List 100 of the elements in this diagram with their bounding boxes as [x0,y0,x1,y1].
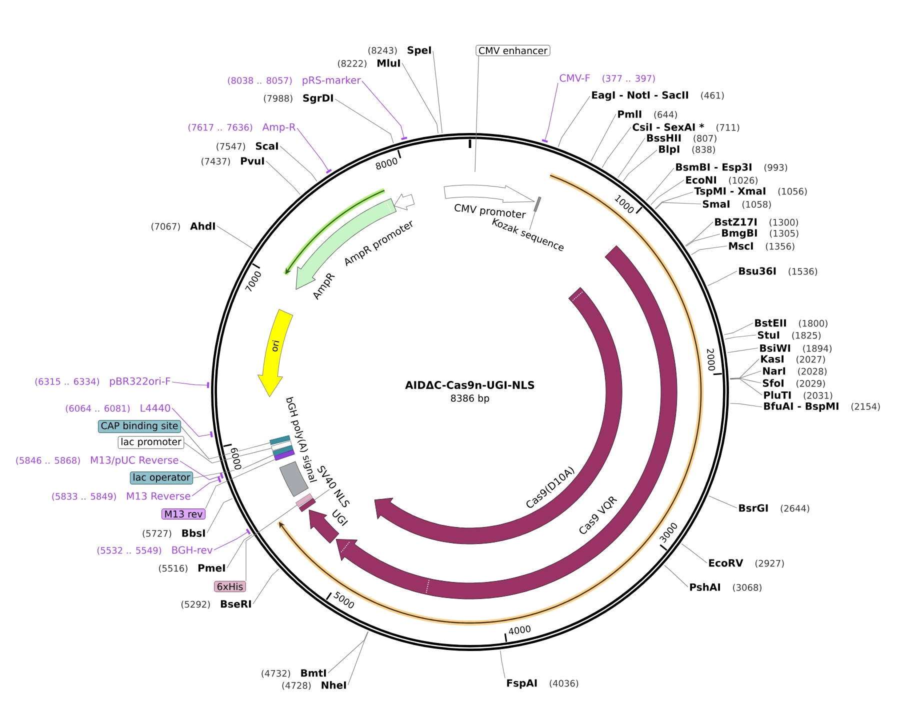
site-position: (5292) [181,600,210,609]
feature-tag: 6xHis [214,580,246,592]
site-position: (4036) [550,680,578,688]
leader-line [180,460,222,480]
site-position: (711) [716,124,740,132]
site-position: (7988) [264,94,292,103]
site-label: ScaI [256,142,278,150]
leader-line [314,489,330,500]
leader-line [602,126,632,168]
site-position: (7547) [216,142,246,151]
leader-line [328,631,368,674]
primer-position: (6064 .. 6081) [66,404,130,413]
leader-line [192,454,274,478]
site-label: NarI [763,367,786,375]
leader-line [730,358,760,379]
site-position: (1356) [766,242,794,251]
feature-band: ori [257,309,294,398]
primer-mark [326,168,332,174]
leader-line [474,56,479,172]
site-label: EcoRV [709,559,744,567]
primer-mark [207,382,210,388]
leader-line [334,98,394,144]
site-position: (1300) [770,218,798,227]
site-label: MscI [729,242,753,250]
site-label: PluTI [764,391,791,399]
primer-mark [210,431,213,438]
leader-line [184,442,272,464]
leader-line [664,564,688,588]
leader-line [180,426,270,460]
primer-label: L4440 [140,404,170,412]
site-position: (2027) [796,356,825,364]
primer-label: BGH-rev [172,546,213,554]
site-label: PmeI [198,564,225,572]
leader-line [686,234,720,247]
tick-label: 8000 [374,156,400,171]
leader-line [432,50,442,134]
primer-label: pBR322ori-F [110,377,170,387]
leader-line [172,408,211,437]
site-label: SmaI [702,200,730,208]
leader-line [172,382,208,386]
site-label: BsrGI [739,504,768,512]
site-label: TspMI - XmaI [694,187,766,197]
primer-label: M13/pUC Reverse [91,456,178,466]
primer-mark [220,472,224,479]
site-position: (4732) [262,670,290,678]
leader-line [685,222,714,246]
primer-mark [542,139,548,143]
leader-line [529,211,536,230]
leader-line [646,168,674,201]
leader-line [216,226,253,249]
feature-tag: lac promoter [118,436,184,449]
site-label: BsiWI [760,344,790,352]
primer-label: CMV-F [560,74,590,82]
site-position: (2644) [780,504,810,513]
site-label: BmtI [301,669,326,677]
feature-mark [296,493,313,507]
site-position: (8222) [338,60,366,68]
site-position: (807) [694,134,716,143]
site-label: Bsu36I [739,267,776,275]
site-label: SfoI [762,379,784,387]
site-label: BfuAI - BspMI [764,402,838,412]
site-label: EcoNI [686,176,716,184]
leader-line [362,80,404,138]
primer-position: (377 .. 397) [602,74,655,83]
leader-line [348,631,369,686]
site-position: (1058) [742,200,771,209]
primer-mark [246,528,251,535]
site-label: PshAI [690,583,720,591]
site-label: CsiI - SexAI * [632,123,704,131]
site-label: BbsI [182,529,205,537]
site-position: (1894) [803,344,832,353]
feature-tag: CMV enhancer [476,44,550,56]
site-label: MluI [378,59,400,67]
primer-position: (5532 .. 5549) [97,546,162,555]
leader-line [724,334,756,340]
site-label: SpeI [408,46,431,56]
site-label: BsmBI - Esp3I [676,163,752,173]
leader-line [730,378,762,384]
site-position: (5727) [142,530,172,538]
leader-line [590,114,616,162]
site-label: BstZ17I [715,218,757,226]
site-label: BssHII [647,134,681,142]
site-position: (2028) [798,368,827,376]
leader-line [296,128,329,171]
site-label: PmlI [618,110,642,118]
site-position: (1825) [792,332,821,340]
node-label: CMV promoter [454,204,526,218]
feature-tag: M13 rev [161,508,206,520]
site-position: (1056) [778,188,807,196]
site-position: (838) [692,146,715,154]
leader-line [654,192,694,210]
site-position: (2154) [851,402,880,411]
primer-position: (5833 .. 5849) [52,492,116,501]
feature-mark [298,498,316,512]
tick-label: 2000 [706,347,716,372]
leader-line [707,270,738,286]
plasmid-name: AIDΔC-Cas9n-UGI-NLS [405,381,534,389]
primer-position: (7617 .. 7636) [188,124,252,132]
site-label: StuI [758,331,780,339]
site-label: BmgBI [722,229,757,239]
